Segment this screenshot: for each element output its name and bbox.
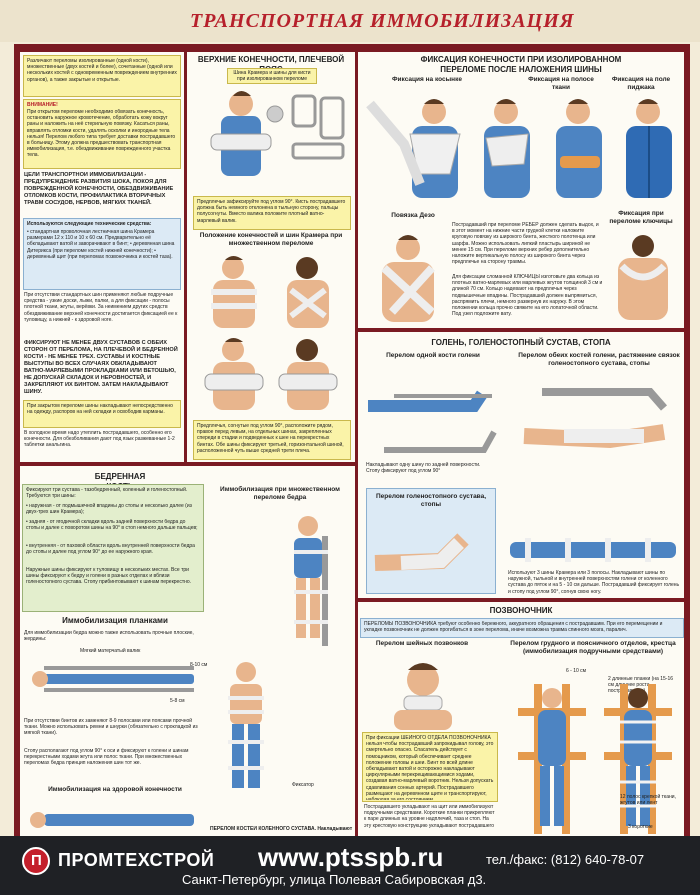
logo-letter: П — [31, 852, 42, 869]
femur-standing-figures — [210, 512, 350, 802]
clavicle-figure — [608, 232, 678, 324]
clavicle-note: Для фиксации сломанной КЛЮЧИЦЫ изготовьт… — [452, 274, 603, 318]
ankle-box: Перелом голеностопного сустава, стопы — [366, 488, 496, 594]
goals-text: ЦЕЛИ ТРАНСПОРТНОЙ ИММОБИЛИЗАЦИИ - ПРЕДУП… — [24, 172, 174, 206]
shin-figures — [364, 376, 680, 462]
spine-title: ПОЗВОНОЧНИК — [489, 606, 553, 615]
isolated-fracture-panel: ФИКСАЦИЯ КОНЕЧНОСТИ ПРИ ИЗОЛИРОВАННОМ ПЕ… — [358, 52, 684, 328]
planks-title: Иммобилизация планками — [62, 616, 168, 625]
arm-splint-figure — [193, 84, 353, 194]
label-jacket: Фиксация на поле пиджака — [611, 76, 671, 91]
upper-limbs-panel: ВЕРХНИЕ КОНЕЧНОСТИ, ПЛЕЧЕВОЙ ПОЯС Шина К… — [187, 52, 355, 462]
poster-frame: Различают переломы изолированные (одной … — [14, 44, 690, 836]
tools-note: Используются следующие технические средс… — [23, 218, 181, 290]
femur-text-box: Фиксируют три сустава - тазобедренный, к… — [22, 484, 204, 612]
straps-label: 12 полос крепкой ткани, жгутов или лент — [620, 794, 676, 807]
healthy-limb-title: Иммобилизация на здоровой конечности — [48, 786, 182, 793]
tools-list: • стандартная проволочная лестничная шин… — [27, 229, 175, 260]
spine-panel: ПОЗВОНОЧНИК ПЕРЕЛОМЫ ПОЗВОНОЧНИКА требую… — [358, 602, 684, 836]
spine-board-figures — [504, 682, 680, 836]
femur-b4: Наружные шины фиксируют к туловищу в нес… — [26, 567, 192, 586]
closed-text: При закрытом переломе шины накладывают н… — [27, 403, 173, 416]
label-cervical: Перелом шейных позвонков — [375, 640, 469, 647]
knee-fracture-note: ПЕРЕЛОМ КОСТЕЙ КОЛЕННОГО СУСТАВА. Наклад… — [210, 826, 353, 832]
kramer-label: Шина Крамера и шины для кисти при изолир… — [227, 68, 317, 84]
foot-note: Стопу располагают под углом 90° к оси и … — [24, 748, 189, 767]
kramer-note: Шина Крамера и шины для кисти при изолир… — [233, 70, 311, 83]
company-name: ПРОМТЕХСТРОЙ — [58, 850, 215, 870]
cervical-note-box: При фиксации ШЕЙНОГО ОТДЕЛА ПОЗВОНОЧНИКА… — [362, 732, 498, 802]
intro-text: Различают переломы изолированные (одной … — [27, 58, 177, 83]
no-bandage-note: При отсутствии бинтов их заменяют 8-9 по… — [24, 718, 198, 737]
label-ankle: Перелом голеностопного сустава, стопы — [375, 493, 487, 508]
short-planks-label: 3 короткие — [628, 824, 653, 830]
label-clavicle: Фиксация при переломе ключицы — [609, 210, 673, 225]
board-note: Пострадавшего укладывают на щит или иммо… — [364, 804, 495, 829]
shin-panel: ГОЛЕНЬ, ГОЛЕНОСТОПНЫЙ СУСТАВ, СТОПА Пере… — [358, 332, 684, 598]
shin-note-2: Используют 3 шины Крамера или 3 полосы. … — [508, 570, 680, 595]
roller-label: Мягкий матерчатый валик — [80, 648, 141, 654]
dim-top: 6 - 10 см — [566, 668, 587, 674]
warning-note: ВНИМАНИЕ! При открытом переломе необходи… — [23, 99, 181, 169]
forearm-note: Предплечье зафиксируйте под углом 90°. К… — [197, 199, 346, 224]
label-cloth: Фиксация на полосе ткани — [528, 76, 594, 91]
cold-text: В холодное время надо утеплить пострадав… — [24, 430, 175, 449]
poster-title: ТРАНСПОРТНАЯ ИММОБИЛИЗАЦИЯ — [190, 10, 575, 32]
intro-panel: Различают переломы изолированные (одной … — [20, 52, 184, 462]
phone-fax: тел./факс: (812) 640-78-07 — [486, 852, 645, 867]
intro-note: Различают переломы изолированные (одной … — [23, 55, 181, 97]
splint-label: Фиксатор — [292, 782, 314, 788]
warning-text: При открытом переломе необходимо обвязат… — [27, 109, 176, 159]
shin-note-1: Накладывают одну шину по задней поверхно… — [366, 462, 481, 475]
address: Санкт-Петербург, улица Полевая Сабировск… — [182, 872, 487, 887]
improvised-text: При отсутствии стандартных шин применяют… — [24, 292, 178, 323]
multi-fracture-title: Положение конечностей и шин Крамера при … — [199, 232, 343, 247]
cervical-collar-figure — [388, 658, 458, 730]
femur-b2: • задняя - от ягодичной складки вдоль за… — [26, 519, 198, 532]
femur-multi-title: Иммобилизация при множественном переломе… — [220, 486, 340, 501]
label-thoracic: Перелом грудного и поясничного отделов, … — [510, 640, 676, 655]
spine-note-box: ПЕРЕЛОМЫ ПОЗВОНОЧНИКА требуют особенно б… — [360, 618, 684, 638]
deso-note: Пострадавший при переломе РЕБЕР должен с… — [452, 222, 599, 266]
femur-panel: БЕДРЕННАЯ КОСТЬ Фиксируют три сустава - … — [20, 466, 355, 836]
warning-heading: ВНИМАНИЕ! — [27, 102, 58, 108]
fix-rule-text: ФИКСИРУЮТ НЕ МЕНЕЕ ДВУХ СУСТАВОВ С ОБЕИХ… — [24, 340, 178, 395]
healthy-limb-figure — [24, 808, 202, 832]
tools-heading: Используются следующие технические средс… — [27, 221, 152, 227]
femur-b3: • внутренняя - от паховой области вдоль … — [26, 543, 195, 556]
leg-splint-figure — [508, 532, 678, 568]
label-both-bones: Перелом обеих костей голени, растяжение … — [518, 352, 680, 367]
footer-bar — [0, 836, 700, 895]
planks-figure — [24, 650, 202, 712]
forearm-note-box: Предплечье зафиксируйте под углом 90°. К… — [193, 196, 351, 230]
shin-title: ГОЛЕНЬ, ГОЛЕНОСТОПНЫЙ СУСТАВ, СТОПА — [431, 338, 611, 347]
label-deso: Повязка Дезо — [391, 212, 435, 219]
dim-2: 5-8 см — [170, 698, 185, 704]
spine-note: ПЕРЕЛОМЫ ПОЗВОНОЧНИКА требуют особенно б… — [364, 621, 663, 634]
company-logo-icon: П — [22, 847, 50, 875]
multi-note: Предплечья, согнутые под углом 90°, расп… — [197, 423, 344, 454]
dim-1: 8-10 см — [190, 662, 208, 668]
website-link[interactable]: www.ptsspb.ru — [258, 842, 444, 872]
femur-intro: Фиксируют три сустава - тазобедренный, к… — [26, 487, 188, 500]
femur-b1: • наружная - от подмышечной впадины до с… — [26, 503, 192, 516]
label-one-bone: Перелом одной кости голени — [386, 352, 480, 359]
label-scarf: Фиксация на косынке — [392, 76, 462, 83]
closed-note: При закрытом переломе шины накладывают н… — [23, 400, 181, 428]
multi-note-box: Предплечья, согнутые под углом 90°, расп… — [193, 420, 351, 460]
multi-fracture-figures — [197, 250, 347, 420]
isolated-title: ФИКСАЦИЯ КОНЕЧНОСТИ ПРИ ИЗОЛИРОВАННОМ ПЕ… — [420, 55, 622, 74]
poster-header: ТРАНСПОРТНАЯ ИММОБИЛИЗАЦИЯ — [0, 0, 700, 42]
planks-note: Для иммобилизации бедра можно также испо… — [24, 630, 194, 643]
deso-figure — [368, 232, 448, 324]
isolated-figures — [364, 94, 678, 200]
cervical-note: При фиксации ШЕЙНОГО ОТДЕЛА ПОЗВОНОЧНИКА… — [366, 735, 494, 800]
